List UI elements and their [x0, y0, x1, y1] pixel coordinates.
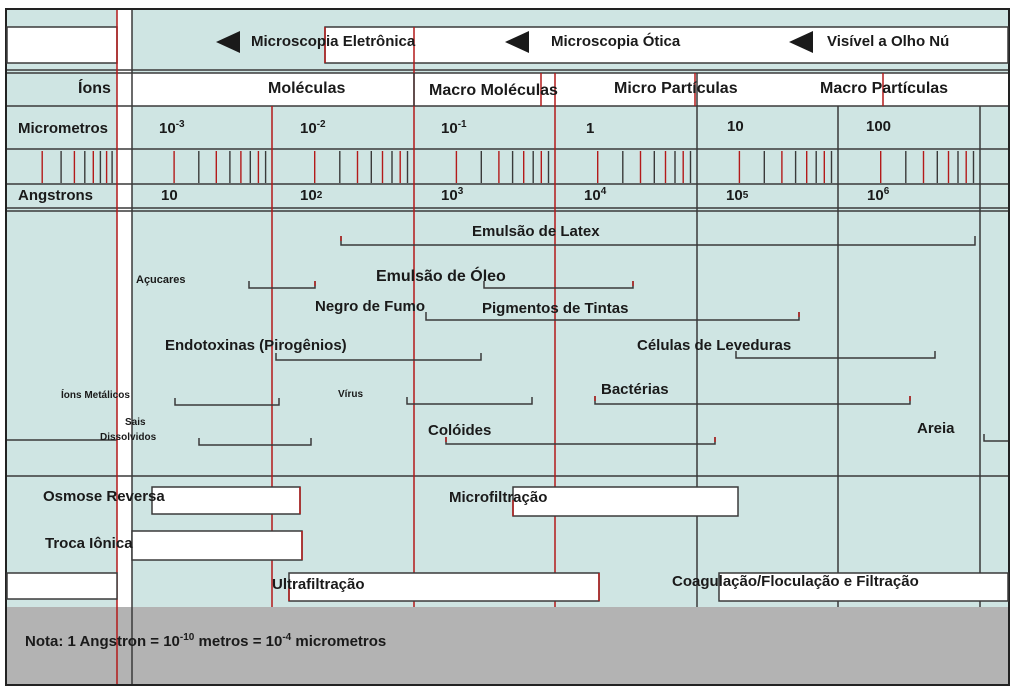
box-ultrafiltration-left: [6, 572, 118, 600]
naked-eye-box: [324, 26, 1009, 64]
label-latex: Emulsão de Latex: [472, 223, 600, 240]
label-bacteria: Bactérias: [601, 381, 669, 398]
grid-horizontal: [7, 69, 1008, 477]
micrometer-value: 10-2: [300, 119, 326, 137]
micrometer-value: 1: [586, 120, 594, 137]
log-scale-ticks: [41, 151, 975, 183]
box-coagulation: [718, 572, 1009, 602]
category-molecules: Moléculas: [268, 80, 345, 97]
range-endotoxins: [275, 353, 482, 361]
label-salts-dissolved: Dissolvidos: [100, 432, 157, 443]
label-microfiltration: Microfiltração: [449, 489, 547, 506]
range-end-marks: [314, 236, 911, 442]
angstrom-value: 103: [441, 186, 464, 204]
label-sugars: Açucares: [136, 274, 186, 286]
grid-vertical: [116, 10, 981, 684]
process-boxes: [6, 486, 1009, 602]
category-macro-particles: Macro Partículas: [820, 80, 948, 97]
label-paint-pigments: Pigmentos de Tintas: [482, 300, 628, 317]
label-oil: Emulsão de Óleo: [376, 266, 506, 285]
left-title-box: [6, 26, 118, 64]
arrow-left-icon: [216, 31, 240, 53]
angstrom-value: 105: [726, 187, 749, 204]
micrometers-row-label: Micrometros: [18, 120, 108, 137]
label-optical-microscopy: Microscopia Ótica: [551, 32, 681, 50]
label-yeast: Células de Leveduras: [637, 337, 791, 354]
category-macro-molecules: Macro Moléculas: [429, 82, 558, 99]
label-virus: Vírus: [338, 389, 363, 400]
category-micro-particles: Micro Partículas: [614, 80, 738, 97]
range-yeast: [735, 351, 936, 359]
label-endotoxins: Endotoxinas (Pirogênios): [165, 337, 347, 354]
category-ions: Íons: [78, 78, 111, 97]
range-metal-ions: [174, 398, 280, 406]
micrometer-value: 10-1: [441, 119, 467, 137]
arrow-left-icon: [505, 31, 529, 53]
label-electronic-microscopy: Microscopia Eletrônica: [251, 33, 416, 50]
label-metal-ions: Íons Metálicos: [61, 388, 130, 401]
label-sand: Areia: [917, 420, 955, 437]
ions-box: [7, 73, 117, 106]
category-row-bg: [132, 73, 1008, 106]
arrow-left-icon: [789, 31, 813, 53]
range-sand: [983, 434, 1008, 442]
box-microfiltration: [512, 486, 739, 517]
label-colloids: Colóides: [428, 422, 491, 439]
note-panel: [7, 607, 1008, 684]
box-reverse-osmosis: [151, 486, 301, 515]
label-reverse-osmosis: Osmose Reversa: [43, 488, 165, 505]
angstrom-value: 102: [300, 187, 323, 204]
label-coagulation: Coagulação/Floculação e Filtração: [672, 573, 919, 590]
angstrom-value: 10: [161, 187, 178, 204]
angstrom-value: 106: [867, 186, 890, 204]
label-salts: Sais: [125, 417, 146, 428]
angstroms-row-label: Angstrons: [18, 187, 93, 204]
micrometer-value: 10-3: [159, 119, 185, 137]
label-ultrafiltration: Ultrafiltração: [272, 576, 365, 593]
label-naked-eye: Visível a Olho Nú: [827, 33, 949, 50]
process-edge-marks: [288, 487, 600, 601]
micrometer-value: 100: [866, 118, 891, 135]
diagram-frame: [5, 8, 1010, 686]
label-carbon-black: Negro de Fumo: [315, 298, 425, 315]
box-ion-exchange: [131, 530, 303, 561]
label-ion-exchange: Troca Iônica: [45, 535, 133, 552]
range-virus: [406, 397, 533, 405]
footnote: Nota: 1 Angstron = 10-10 metros = 10-4 m…: [25, 632, 386, 650]
range-salts: [198, 438, 312, 446]
micrometer-value: 10: [727, 118, 744, 135]
angstrom-value: 104: [584, 186, 607, 204]
left-panel: [7, 10, 117, 607]
